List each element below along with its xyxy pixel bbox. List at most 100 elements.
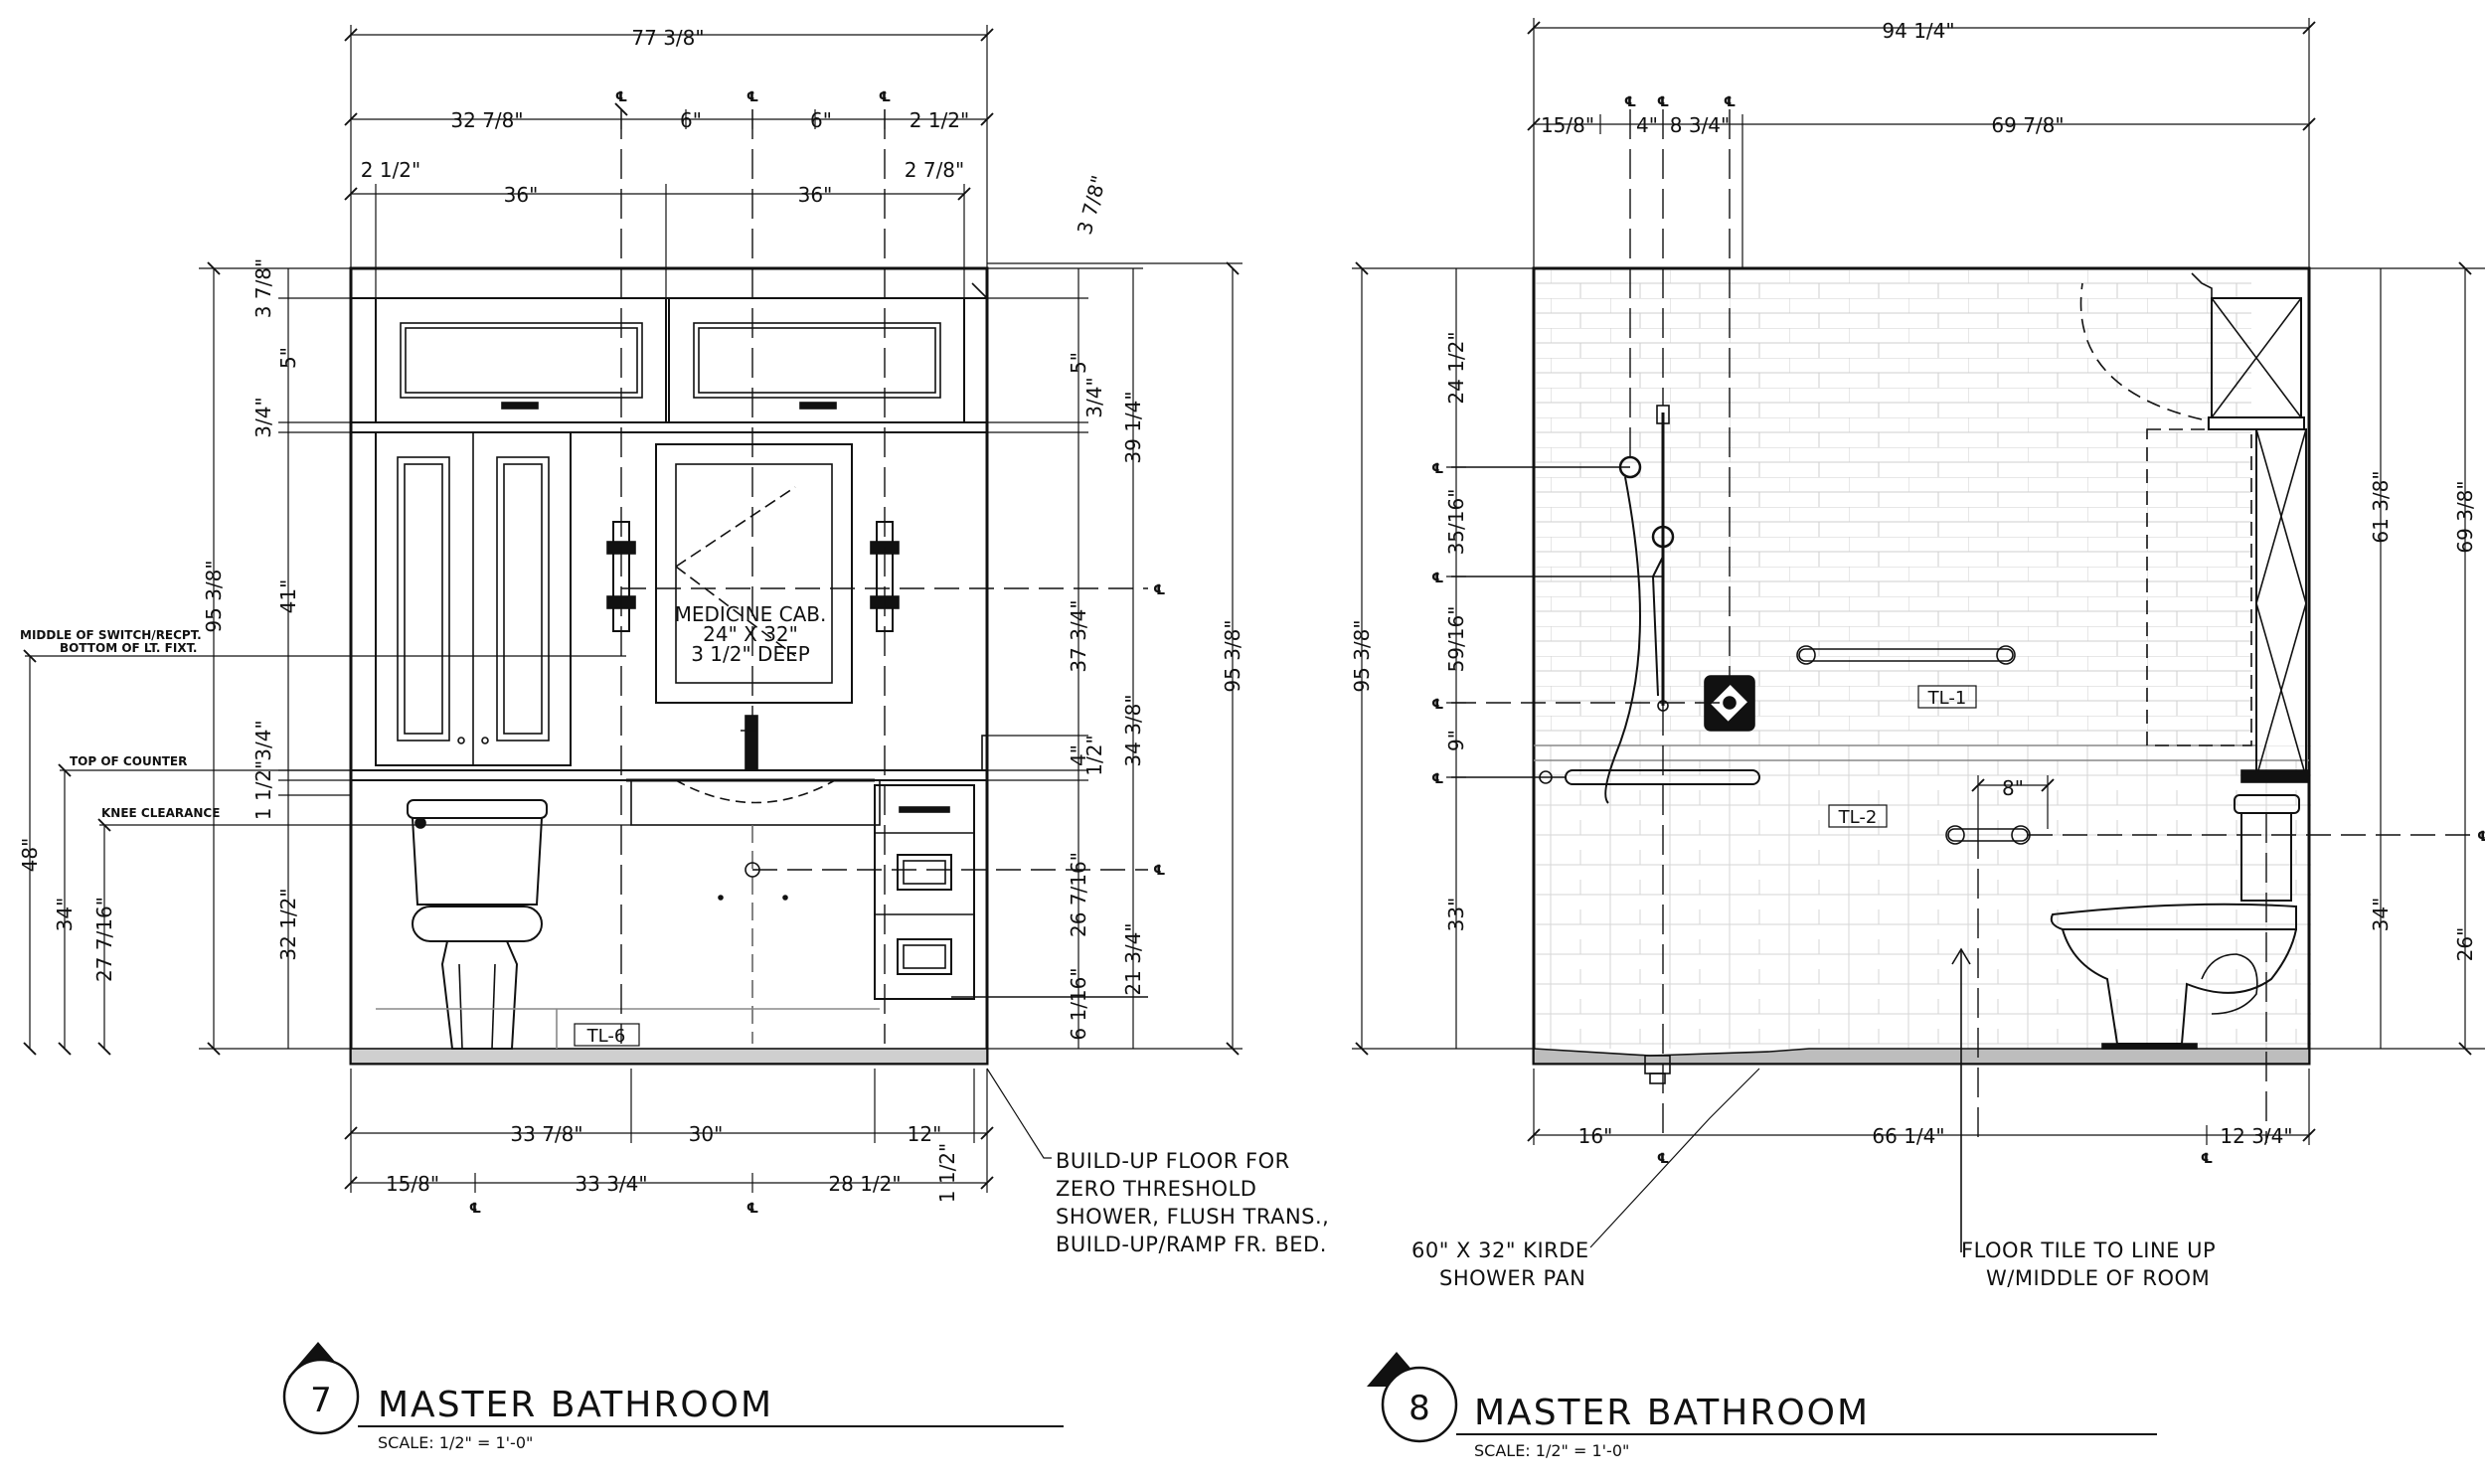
cl-mark: ℄ xyxy=(1624,94,1637,110)
elev8-dim-bar: 26" xyxy=(2453,927,2477,962)
grab-bar-upper xyxy=(1798,648,2014,662)
note-line-1: BUILD-UP FLOOR FOR xyxy=(1056,1149,1290,1173)
cl-mark: ℄ xyxy=(1153,863,1166,879)
linen-cabinet-lower xyxy=(2255,428,2307,778)
elev8-dim-left-e: 33" xyxy=(1444,898,1468,932)
elev7-dim-cl-a: 6" xyxy=(680,108,702,132)
faucet xyxy=(745,715,758,771)
elev7-floor-band xyxy=(350,1048,988,1065)
elev8-dim-bottom-a: 16" xyxy=(1578,1124,1613,1148)
elev7-dim-right-upper: 5" xyxy=(1067,352,1090,374)
elev8-dim-left-a: 24 1/2" xyxy=(1444,331,1468,404)
elev7-dim-mirror-cl: 37 3/4" xyxy=(1067,599,1090,672)
elev8-dim-bottom-b: 66 1/4" xyxy=(1872,1124,1944,1148)
note-line-2: ZERO THRESHOLD xyxy=(1056,1177,1256,1201)
elev8-dim-right-overall: 69 3/8" xyxy=(2453,480,2477,553)
elev7-dim-counter-h: 34 3/8" xyxy=(1121,694,1145,766)
cl-mark: ℄ xyxy=(1153,582,1166,598)
tag-box-tl2 xyxy=(1828,804,1888,828)
elev7-dim-row2-a: 15/8" xyxy=(386,1172,439,1196)
elev7-text: 77 3/8" 32 7/8" 6" 6" 2 1/2" 2 1/2" 36" … xyxy=(18,26,1329,1256)
label-switch-1: MIDDLE OF SWITCH/RECPT. xyxy=(20,628,202,642)
elev7-dim-end: 1 1/2" xyxy=(935,1143,959,1203)
title-7-text: MASTER BATHROOM xyxy=(378,1385,773,1425)
elev7-dim-splash: 4" xyxy=(1067,744,1090,766)
elevation-7 xyxy=(349,109,1148,1066)
note-line-4: BUILD-UP/RAMP FR. BED. xyxy=(1056,1233,1327,1256)
elev8-dim-left-total: 95 3/8" xyxy=(1350,619,1374,692)
toilet-elev8 xyxy=(2050,794,2300,1050)
elev7-dim-sink: 30" xyxy=(689,1122,724,1146)
sink-apron xyxy=(630,779,881,826)
elev8-dim-d: 69 7/8" xyxy=(1991,113,2064,137)
elev7-dim-left-upper: 5" xyxy=(276,347,300,369)
label-top-of-counter: TOP OF COUNTER xyxy=(70,754,187,768)
cl-mark: ℄ xyxy=(615,89,628,105)
elev8-dim-a: 15/8" xyxy=(1541,113,1594,137)
title-8-scale: SCALE: 1/2" = 1'-0" xyxy=(1474,1441,1629,1460)
tag-box-tl1 xyxy=(1917,685,1977,709)
elev7-dim-toilet: 33 7/8" xyxy=(510,1122,582,1146)
elev7-dim-cab-right: 36" xyxy=(798,183,833,207)
elev7-dim-crown: 3 7/8" xyxy=(1073,173,1111,238)
elev7-dim-drawer-w: 12" xyxy=(908,1122,942,1146)
tag-tl1: TL-1 xyxy=(1927,688,1967,709)
title-block-7: 7 MASTER BATHROOM SCALE: 1/2" = 1'-0" xyxy=(282,1342,1064,1452)
elev7-dim-right-end: 2 1/2" xyxy=(910,108,969,132)
elev7-dim-row2-c: 28 1/2" xyxy=(828,1172,901,1196)
tag-tl6: TL-6 xyxy=(586,1026,626,1047)
elev7-dim-drawer-b: 21 3/4" xyxy=(1121,922,1145,995)
shower-brick-tile xyxy=(1536,270,2251,745)
elev7-dim-to-counter: 34" xyxy=(53,898,77,932)
toilet-elev7 xyxy=(407,799,548,1050)
elevation-8 xyxy=(1451,109,2475,1252)
elev7-dim-left-crown: 3 7/8" xyxy=(251,258,275,318)
elev7-dim-right-band: 3/4" xyxy=(1082,377,1106,417)
elev7-dim-cl-b: 6" xyxy=(810,108,832,132)
cl-mark: ℄ xyxy=(2201,1151,2214,1167)
elev7-dim-right-overall: 95 3/8" xyxy=(1221,619,1244,692)
elev7-dim-to-switch: 48" xyxy=(18,838,42,873)
drawer-stack xyxy=(874,784,975,1000)
cl-mark: ℄ xyxy=(1657,1151,1670,1167)
elev8-dim-left-c: 59/16" xyxy=(1444,606,1468,673)
label-medicine-cab-1: MEDICINE CAB. xyxy=(675,602,827,626)
label-medicine-cab-2: 24" X 32" xyxy=(703,622,798,646)
elev7-dim-left-tall: 41" xyxy=(276,579,300,614)
cl-mark: ℄ xyxy=(1431,771,1444,787)
elev7-dimensions xyxy=(23,25,1242,1193)
label-floor-tile-1: FLOOR TILE TO LINE UP xyxy=(1961,1238,2216,1262)
label-floor-tile-2: W/MIDDLE OF ROOM xyxy=(1986,1266,2210,1290)
door-opening xyxy=(2146,428,2252,746)
elev7-dim-row2-b: 33 3/4" xyxy=(575,1172,647,1196)
elev8-dim-door: 61 3/8" xyxy=(2369,470,2393,543)
elev8-dim-toilet: 34" xyxy=(2369,898,2393,932)
title-8-number: 8 xyxy=(1408,1389,1430,1428)
elev7-dim-left-base: 32 1/2" xyxy=(276,888,300,960)
elev7-dim-left-counter-band: 3/4" xyxy=(251,720,275,760)
cl-mark: ℄ xyxy=(746,1201,759,1217)
tag-box-tl6 xyxy=(574,1023,640,1047)
cl-mark: ℄ xyxy=(879,89,892,105)
elev7-dim-toe: 6 1/16" xyxy=(1067,967,1090,1040)
label-medicine-cab-3: 3 1/2" DEEP xyxy=(691,642,810,666)
elev8-dim-overall: 94 1/4" xyxy=(1882,19,1954,43)
elev7-dim-left-gap: 2 1/2" xyxy=(361,158,420,182)
cl-mark: ℄ xyxy=(469,1201,482,1217)
door-swing xyxy=(2079,282,2203,420)
elev8-dim-b: 4" xyxy=(1636,113,1658,137)
cl-mark: ℄ xyxy=(1431,697,1444,713)
elev7-dim-drawer: 26 7/16" xyxy=(1067,852,1090,937)
elev7-dim-left-total: 95 3/8" xyxy=(202,560,226,632)
label-shower-pan-2: SHOWER PAN xyxy=(1439,1266,1585,1290)
tag-tl2: TL-2 xyxy=(1838,807,1878,828)
elev8-dim-left-b: 35/16" xyxy=(1444,489,1468,556)
elev8-dim-bottom-c: 12 3/4" xyxy=(2220,1124,2292,1148)
elev8-dim-left-d: 9" xyxy=(1444,730,1468,751)
cl-mark: ℄ xyxy=(1724,94,1737,110)
label-knee-clearance: KNEE CLEARANCE xyxy=(101,806,220,820)
title-7-scale: SCALE: 1/2" = 1'-0" xyxy=(378,1433,533,1452)
floor-tile-field xyxy=(1536,745,2311,1049)
cl-mark: ℄ xyxy=(1431,571,1444,586)
